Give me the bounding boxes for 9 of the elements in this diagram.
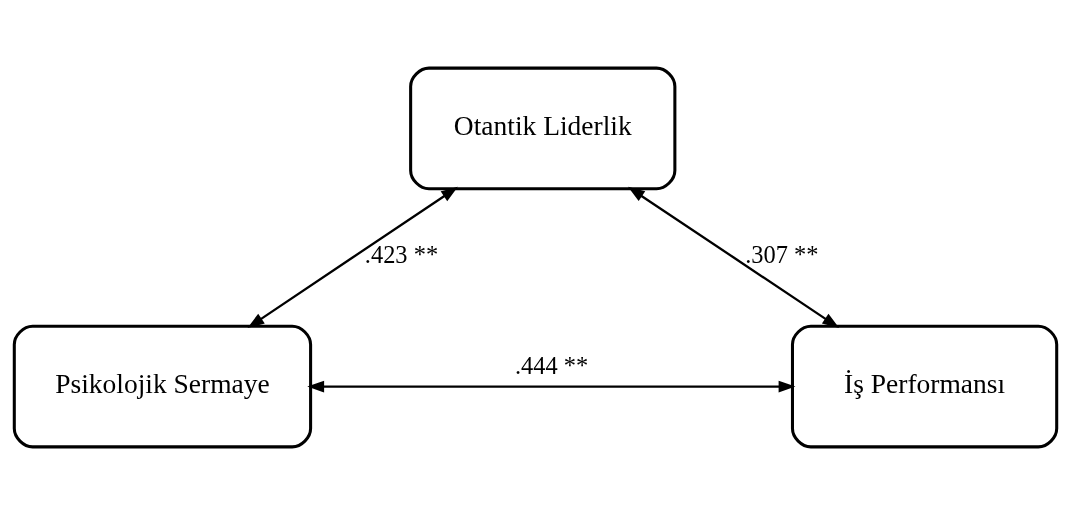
node-box: Psikolojik Sermaye <box>12 324 313 449</box>
node-box: Otantik Liderlik <box>409 66 677 191</box>
edge-label: .444 ** <box>514 352 589 380</box>
edge-label: .423 ** <box>364 241 439 269</box>
node-box: İş Performansı <box>790 324 1059 449</box>
edge-label: .307 ** <box>745 241 819 269</box>
arrow <box>247 186 458 328</box>
arrow <box>307 380 796 393</box>
arrow <box>627 186 840 328</box>
